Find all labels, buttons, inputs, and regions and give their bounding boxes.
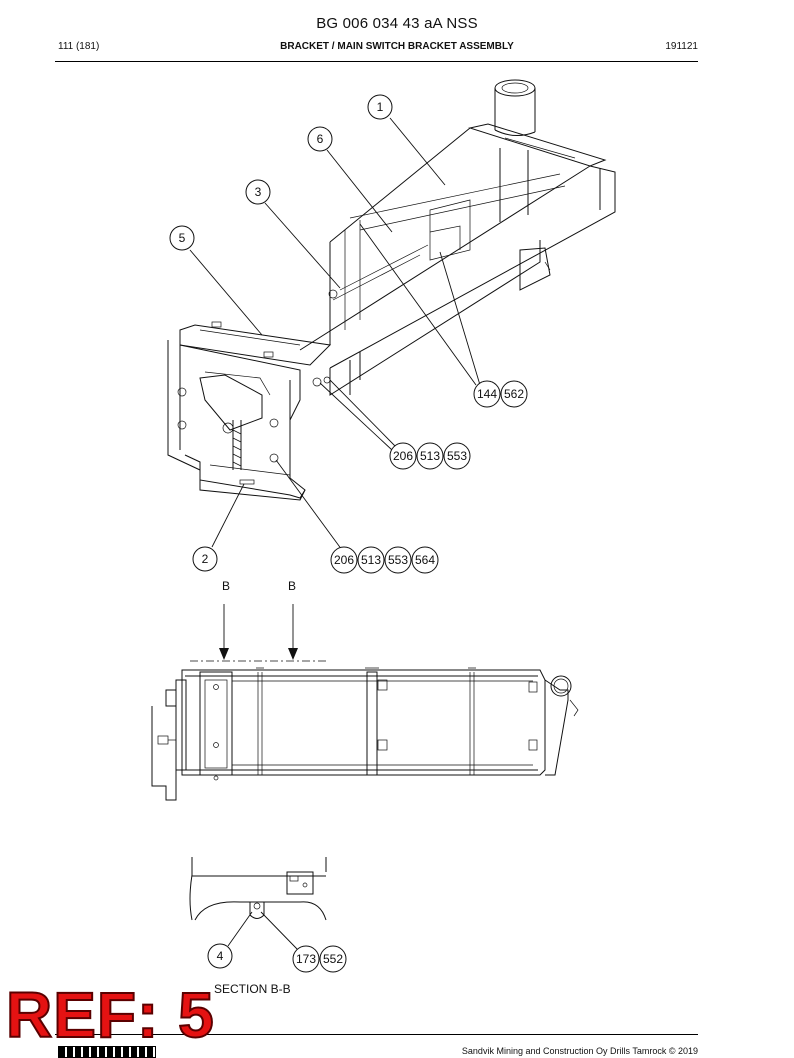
page-number: 111 (181) xyxy=(58,41,100,52)
callout-3: 3 xyxy=(245,179,271,205)
callout-4-label: 4 xyxy=(217,949,224,963)
isometric-view xyxy=(167,79,616,501)
callout-5: 5 xyxy=(169,225,195,251)
section-markers: B B xyxy=(190,579,328,662)
revision-date: 191121 xyxy=(665,41,698,52)
callout-564: 564 xyxy=(415,553,435,567)
callout-562: 562 xyxy=(504,387,524,401)
callout-173: 173 xyxy=(296,952,316,966)
page-title: BRACKET / MAIN SWITCH BRACKET ASSEMBLY xyxy=(280,41,514,52)
callout-5-label: 5 xyxy=(179,231,186,245)
callout-144: 144 xyxy=(477,387,497,401)
callout-1: 1 xyxy=(367,94,393,120)
callout-513-b: 513 xyxy=(361,553,381,567)
callout-group-144-562: 144 562 xyxy=(473,380,528,408)
callout-553-b: 553 xyxy=(388,553,408,567)
callout-1-label: 1 xyxy=(377,100,384,114)
callout-group-206-513-553: 206 513 553 xyxy=(389,442,471,470)
section-mark-b-right: B xyxy=(288,579,296,593)
callout-552: 552 xyxy=(323,952,343,966)
section-mark-b-left: B xyxy=(222,579,230,593)
callout-206-a: 206 xyxy=(393,449,413,463)
section-b-b-view xyxy=(189,857,327,951)
callout-group-173-552: 173 552 xyxy=(292,945,347,973)
section-label: SECTION B-B xyxy=(214,982,291,996)
callout-2-label: 2 xyxy=(202,552,209,566)
top-view xyxy=(151,667,579,801)
callout-553-a: 553 xyxy=(447,449,467,463)
callout-6: 6 xyxy=(307,126,333,152)
copyright-text: Sandvik Mining and Construction Oy Drill… xyxy=(461,1046,698,1056)
callout-6-label: 6 xyxy=(317,132,324,146)
footer-rule xyxy=(55,1034,698,1035)
ref-stamp: REF: 5 xyxy=(5,979,215,1051)
header-rule xyxy=(55,61,698,62)
callout-4: 4 xyxy=(207,943,233,969)
callout-leaders xyxy=(189,117,481,551)
document-number: BG 006 034 43 aA NSS xyxy=(316,15,478,32)
callout-group-206-513-553-564: 206 513 553 564 xyxy=(330,546,439,574)
callout-3-label: 3 xyxy=(255,185,262,199)
callout-2: 2 xyxy=(192,546,218,572)
callout-513-a: 513 xyxy=(420,449,440,463)
callout-206-b: 206 xyxy=(334,553,354,567)
